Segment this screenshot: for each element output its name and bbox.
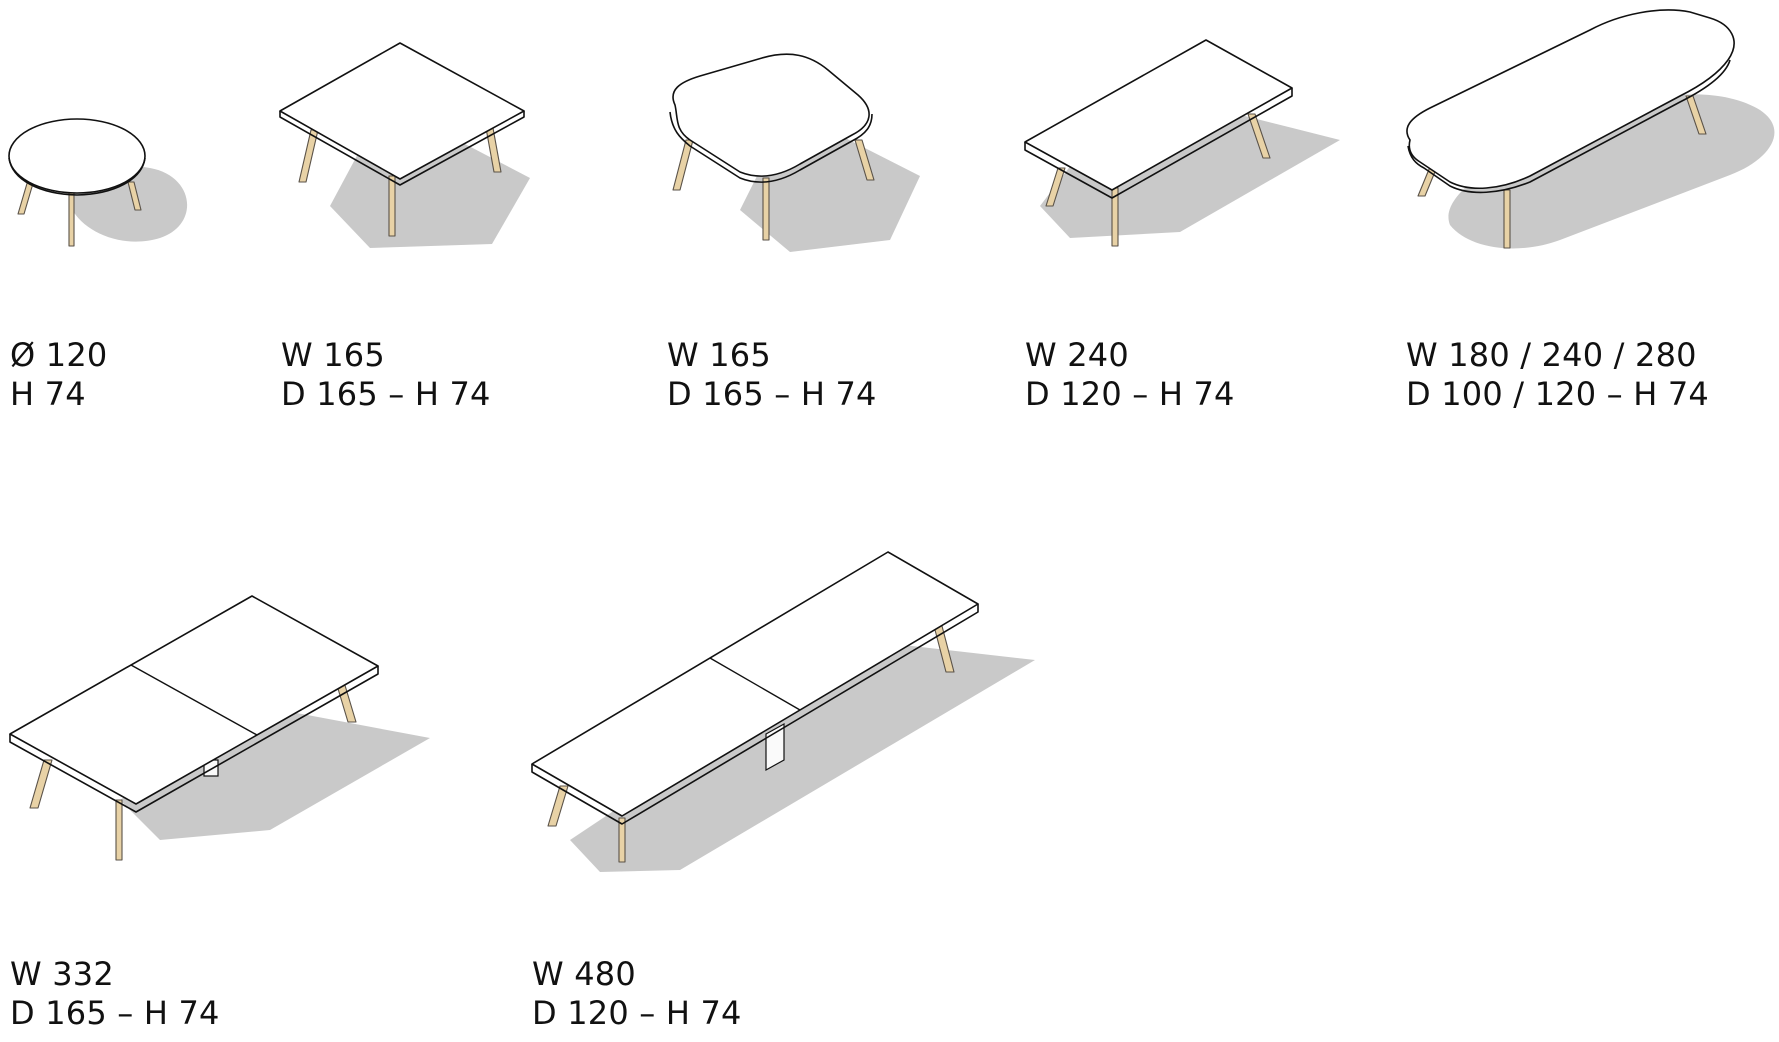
organic-table-illustration (1406, 9, 1775, 249)
table-label-organic: W 180 / 240 / 280 D 100 / 120 – H 74 (1406, 336, 1709, 414)
double-table-leg (29, 759, 53, 809)
soft-square-width-text: W 165 (667, 336, 771, 374)
square-table-leg (388, 175, 396, 237)
round-width-text: Ø 120 (10, 336, 108, 374)
long-double-table-illustration (531, 551, 1035, 872)
long-double-table-shadow (570, 640, 1035, 872)
square-depth-height-text: D 165 – H 74 (281, 375, 491, 413)
organic-table-shadow (1448, 94, 1775, 249)
organic-depth-height-text: D 100 / 120 – H 74 (1406, 375, 1709, 413)
soft-square-table-top (672, 53, 870, 177)
long-double-table-leg (618, 817, 626, 863)
organic-table-top (1406, 9, 1735, 190)
rectangle-width-text: W 240 (1025, 336, 1129, 374)
long-double-depth-height-text: D 120 – H 74 (532, 994, 742, 1032)
double-table-illustration (9, 595, 430, 861)
soft-square-table-leg (762, 177, 770, 241)
round-table-top (8, 118, 146, 194)
square-table-illustration (279, 42, 530, 248)
rectangle-table-leg (1247, 113, 1271, 159)
square-width-text: W 165 (281, 336, 385, 374)
round-table-leg (127, 181, 142, 211)
long-double-table-seam (709, 657, 801, 711)
rectangle-table-illustration (1024, 39, 1340, 247)
double-depth-height-text: D 165 – H 74 (10, 994, 220, 1032)
soft-square-table-illustration (669, 53, 920, 252)
soft-square-table-leg (854, 139, 875, 181)
soft-square-depth-height-text: D 165 – H 74 (667, 375, 877, 413)
double-width-text: W 332 (10, 955, 114, 993)
table-label-long-double: W 480 D 120 – H 74 (532, 955, 742, 1033)
table-label-rectangle: W 240 D 120 – H 74 (1025, 336, 1235, 414)
table-label-soft-square: W 165 D 165 – H 74 (667, 336, 877, 414)
round-height-text: H 74 (10, 375, 86, 413)
long-double-table-leg (547, 785, 569, 827)
table-label-round: Ø 120 H 74 (10, 336, 107, 414)
rectangle-depth-height-text: D 120 – H 74 (1025, 375, 1235, 413)
double-table-seam (130, 664, 258, 736)
round-table-leg (68, 191, 75, 247)
soft-square-table-leg (672, 139, 694, 191)
table-label-square: W 165 D 165 – H 74 (281, 336, 491, 414)
table-label-double: W 332 D 165 – H 74 (10, 955, 220, 1033)
double-table-shadow (120, 708, 430, 840)
organic-width-text: W 180 / 240 / 280 (1406, 336, 1697, 374)
rectangle-table-leg (1045, 167, 1066, 207)
long-double-width-text: W 480 (532, 955, 636, 993)
organic-table-leg (1503, 189, 1511, 249)
double-table-leg (115, 799, 123, 861)
round-table-illustration (8, 118, 188, 247)
